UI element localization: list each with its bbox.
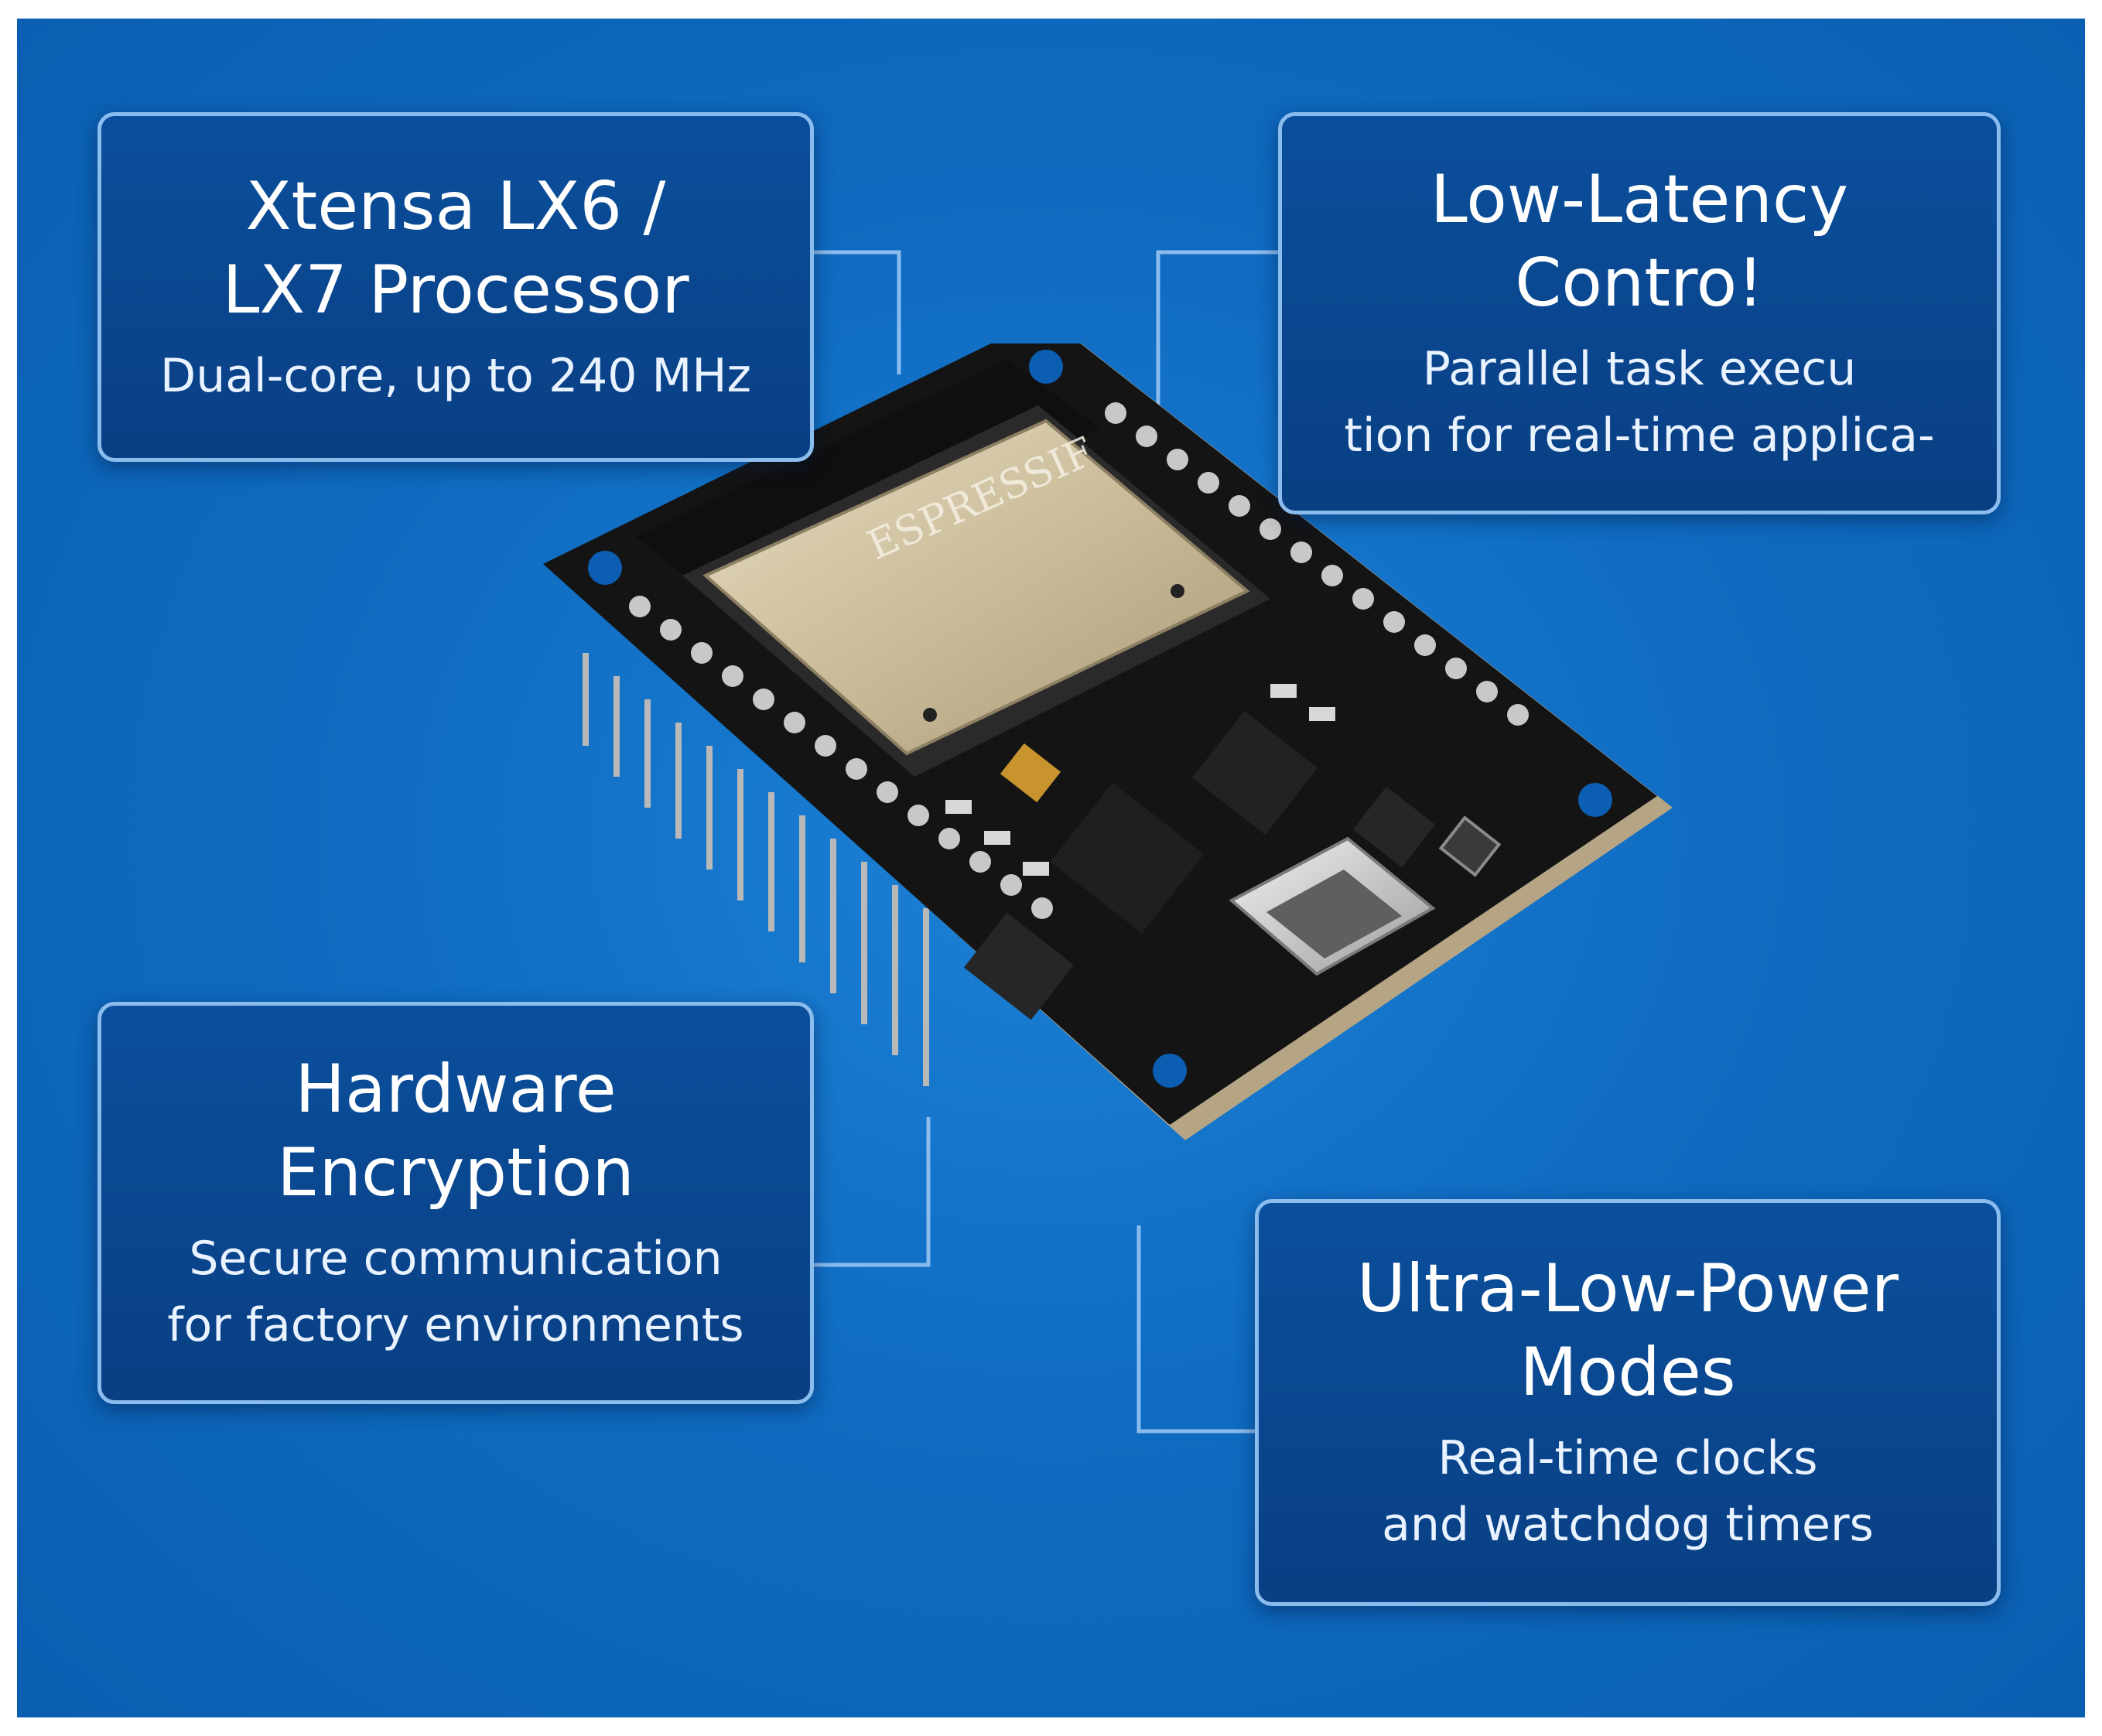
connector-encryption [814, 1117, 931, 1267]
connector-power [1136, 1225, 1255, 1434]
feature-title: Ultra-Low-Power Modes [1356, 1250, 1899, 1411]
header-pins [583, 653, 929, 1086]
feature-card-latency: Low-Latency Contro! Parallel task execu … [1278, 112, 2001, 514]
feature-title: Low-Latency Contro! [1430, 161, 1849, 322]
reset-button [1438, 815, 1502, 877]
feature-title: Hardware Encryption [277, 1051, 634, 1211]
dev-board-image: ESPRESSIF [543, 343, 1673, 1140]
feature-card-encryption: Hardware Encryption Secure communication… [97, 1002, 814, 1404]
connector-latency [1156, 250, 1278, 436]
module-shield [702, 419, 1250, 756]
pin-pads-right [1105, 402, 1529, 726]
feature-description: Real-time clocks and watchdog timers [1382, 1431, 1874, 1552]
smd-components [945, 684, 1436, 1020]
feature-description: Parallel task execu tion for real-time a… [1344, 342, 1935, 463]
connector-lines [814, 250, 1278, 1434]
feature-card-power: Ultra-Low-Power Modes Real-time clocks a… [1255, 1199, 2001, 1606]
feature-title: Xtensa LX6 / LX7 Processor [222, 168, 689, 329]
feature-description: Dual-core, up to 240 MHz [160, 349, 751, 403]
feature-infographic: ESPRESSIF Xtensa LX6 / LX7 Processor Dua… [17, 19, 2085, 1717]
pin-pads-left [629, 596, 1053, 919]
feature-card-processor: Xtensa LX6 / LX7 Processor Dual-core, up… [97, 112, 814, 462]
connector-processor [814, 250, 901, 374]
mounting-holes [588, 350, 1612, 1088]
feature-description: Secure communication for factory environ… [167, 1232, 744, 1352]
